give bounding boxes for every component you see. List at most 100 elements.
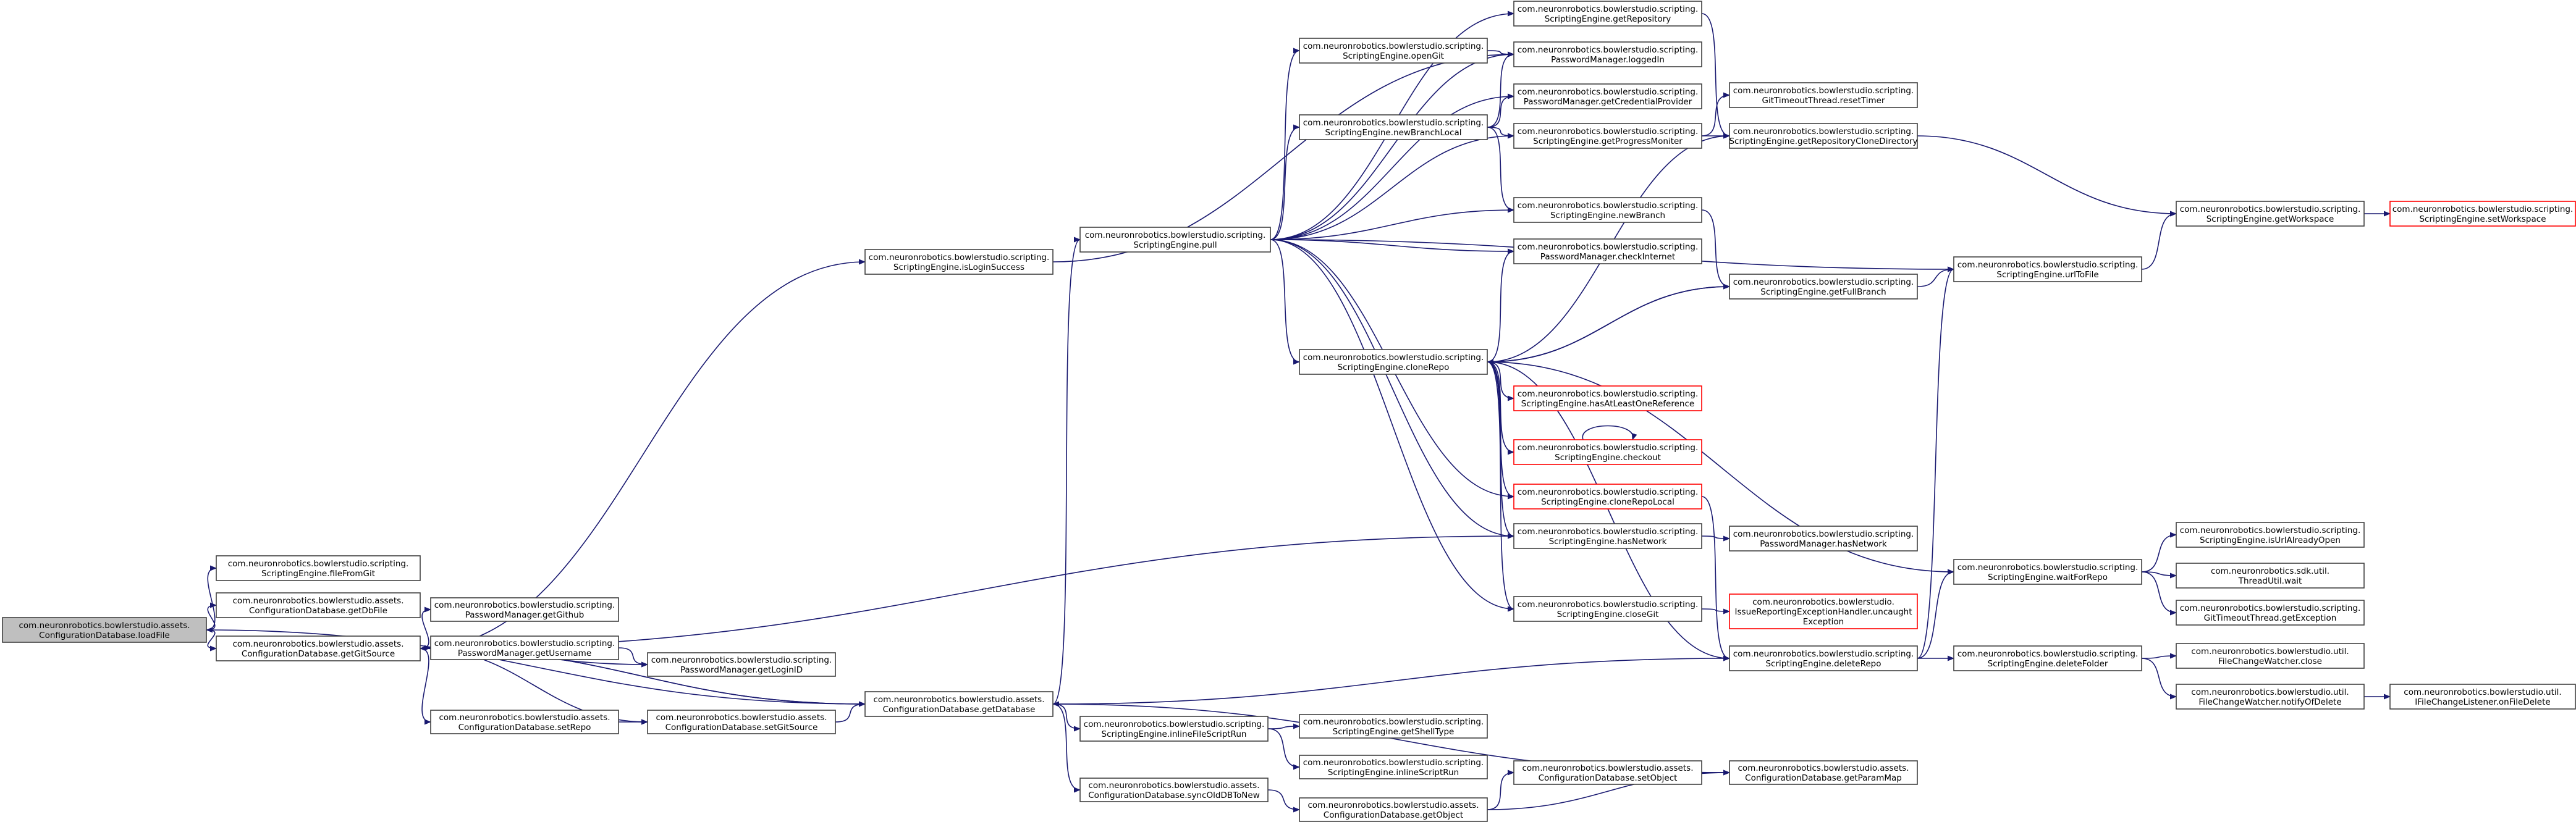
graph-node[interactable]: com.neuronrobotics.bowlerstudio.assets.C… <box>1513 760 1702 785</box>
graph-node[interactable]: com.neuronrobotics.bowlerstudio.scriptin… <box>1513 123 1702 149</box>
node-box[interactable] <box>430 635 619 660</box>
graph-node[interactable]: com.neuronrobotics.bowlerstudio.scriptin… <box>1079 716 1269 742</box>
node-box[interactable] <box>864 249 1054 275</box>
graph-node[interactable]: com.neuronrobotics.sdk.util.ThreadUtil.w… <box>2176 563 2365 589</box>
graph-node[interactable]: com.neuronrobotics.bowlerstudio.scriptin… <box>2389 201 2576 227</box>
node-box[interactable] <box>1729 123 1918 149</box>
node-box[interactable] <box>1513 197 1702 223</box>
graph-node[interactable]: com.neuronrobotics.bowlerstudio.scriptin… <box>2176 201 2365 227</box>
graph-node[interactable]: com.neuronrobotics.bowlerstudio.util.Fil… <box>2176 643 2365 669</box>
node-box[interactable] <box>1953 256 2142 282</box>
node-box[interactable] <box>2176 563 2365 589</box>
node-box[interactable] <box>430 710 619 734</box>
graph-node[interactable]: com.neuronrobotics.bowlerstudio.scriptin… <box>1513 41 1702 67</box>
graph-node[interactable]: com.neuronrobotics.bowlerstudio.scriptin… <box>1513 238 1702 264</box>
node-box[interactable] <box>1299 349 1488 375</box>
node-box[interactable] <box>1079 716 1269 742</box>
node-box[interactable] <box>1953 559 2142 585</box>
node-box[interactable] <box>1513 123 1702 149</box>
graph-node[interactable]: com.neuronrobotics.bowlerstudio.scriptin… <box>1299 38 1488 64</box>
node-box[interactable] <box>1513 439 1702 465</box>
node-box[interactable] <box>1299 755 1488 779</box>
graph-node[interactable]: com.neuronrobotics.bowlerstudio.scriptin… <box>1079 227 1271 253</box>
graph-node[interactable]: com.neuronrobotics.bowlerstudio.scriptin… <box>1513 439 1702 465</box>
graph-node[interactable]: com.neuronrobotics.bowlerstudio.util.Fil… <box>2176 684 2365 710</box>
node-box[interactable] <box>1513 1 1702 27</box>
node-box[interactable] <box>647 652 836 677</box>
graph-node[interactable]: com.neuronrobotics.bowlerstudio.assets.C… <box>647 710 836 734</box>
graph-node[interactable]: com.neuronrobotics.bowlerstudio.assets.C… <box>216 635 421 661</box>
graph-node[interactable]: com.neuronrobotics.bowlerstudio.scriptin… <box>1729 526 1918 551</box>
graph-node[interactable]: com.neuronrobotics.bowlerstudio.scriptin… <box>1299 349 1488 375</box>
graph-node[interactable]: com.neuronrobotics.bowlerstudio.scriptin… <box>430 635 619 660</box>
node-box[interactable] <box>1729 645 1918 671</box>
graph-node[interactable]: com.neuronrobotics.bowlerstudio.scriptin… <box>1513 1 1702 27</box>
graph-node[interactable]: com.neuronrobotics.bowlerstudio.scriptin… <box>1513 197 1702 223</box>
node-box[interactable] <box>1299 797 1488 822</box>
graph-node[interactable]: com.neuronrobotics.bowlerstudio.scriptin… <box>1299 755 1488 779</box>
node-box[interactable] <box>2176 201 2365 227</box>
graph-node[interactable]: com.neuronrobotics.bowlerstudio.scriptin… <box>2176 600 2365 626</box>
graph-node[interactable]: com.neuronrobotics.bowlerstudio.IssueRep… <box>1729 593 1918 629</box>
graph-node[interactable]: com.neuronrobotics.bowlerstudio.util.IFi… <box>2389 684 2576 710</box>
graph-node[interactable]: com.neuronrobotics.bowlerstudio.scriptin… <box>216 555 421 581</box>
graph-node[interactable]: com.neuronrobotics.bowlerstudio.scriptin… <box>1953 645 2142 671</box>
graph-node[interactable]: com.neuronrobotics.bowlerstudio.scriptin… <box>1953 559 2142 585</box>
node-box[interactable] <box>2 617 207 643</box>
node-box[interactable] <box>2176 522 2365 548</box>
graph-node[interactable]: com.neuronrobotics.bowlerstudio.scriptin… <box>1953 256 2142 282</box>
graph-node[interactable]: com.neuronrobotics.bowlerstudio.assets.C… <box>2 617 207 643</box>
node-box[interactable] <box>1513 83 1702 109</box>
graph-node[interactable]: com.neuronrobotics.bowlerstudio.scriptin… <box>1729 274 1918 300</box>
graph-node[interactable]: com.neuronrobotics.bowlerstudio.assets.C… <box>864 691 1054 717</box>
node-box[interactable] <box>1729 82 1918 108</box>
graph-node[interactable]: com.neuronrobotics.bowlerstudio.scriptin… <box>1729 645 1918 671</box>
node-box[interactable] <box>864 691 1054 717</box>
node-box[interactable] <box>647 710 836 734</box>
graph-node[interactable]: com.neuronrobotics.bowlerstudio.scriptin… <box>1513 83 1702 109</box>
node-box[interactable] <box>1513 484 1702 510</box>
node-box[interactable] <box>1953 645 2142 671</box>
node-box[interactable] <box>1513 41 1702 67</box>
node-box[interactable] <box>216 555 421 581</box>
graph-node[interactable]: com.neuronrobotics.bowlerstudio.scriptin… <box>1729 82 1918 108</box>
node-box[interactable] <box>2176 684 2365 710</box>
node-box[interactable] <box>430 597 619 622</box>
node-box[interactable] <box>2176 600 2365 626</box>
node-box[interactable] <box>1079 227 1271 253</box>
node-box[interactable] <box>1299 714 1488 739</box>
node-box[interactable] <box>216 592 421 618</box>
node-box[interactable] <box>1513 385 1702 411</box>
node-box[interactable] <box>2389 684 2576 710</box>
node-box[interactable] <box>1079 778 1269 802</box>
node-box[interactable] <box>1729 593 1918 629</box>
graph-node[interactable]: com.neuronrobotics.bowlerstudio.assets.C… <box>1299 797 1488 822</box>
node-box[interactable] <box>1513 238 1702 264</box>
node-box[interactable] <box>1299 114 1488 140</box>
node-box[interactable] <box>1513 760 1702 785</box>
graph-node[interactable]: com.neuronrobotics.bowlerstudio.assets.C… <box>216 592 421 618</box>
node-box[interactable] <box>1729 760 1918 785</box>
graph-node[interactable]: com.neuronrobotics.bowlerstudio.scriptin… <box>2176 522 2365 548</box>
node-box[interactable] <box>2176 643 2365 669</box>
graph-node[interactable]: com.neuronrobotics.bowlerstudio.scriptin… <box>1299 114 1488 140</box>
node-box[interactable] <box>1299 38 1488 64</box>
graph-node[interactable]: com.neuronrobotics.bowlerstudio.scriptin… <box>864 249 1054 275</box>
graph-node[interactable]: com.neuronrobotics.bowlerstudio.scriptin… <box>430 597 619 622</box>
graph-node[interactable]: com.neuronrobotics.bowlerstudio.scriptin… <box>1513 484 1702 510</box>
graph-node[interactable]: com.neuronrobotics.bowlerstudio.assets.C… <box>1729 760 1918 785</box>
graph-node[interactable]: com.neuronrobotics.bowlerstudio.scriptin… <box>1729 123 1918 149</box>
node-box[interactable] <box>1513 523 1702 549</box>
graph-node[interactable]: com.neuronrobotics.bowlerstudio.scriptin… <box>1513 523 1702 549</box>
node-box[interactable] <box>1513 596 1702 622</box>
graph-node[interactable]: com.neuronrobotics.bowlerstudio.scriptin… <box>1513 596 1702 622</box>
node-box[interactable] <box>1729 526 1918 551</box>
graph-node[interactable]: com.neuronrobotics.bowlerstudio.assets.C… <box>430 710 619 734</box>
graph-node[interactable]: com.neuronrobotics.bowlerstudio.scriptin… <box>647 652 836 677</box>
graph-node[interactable]: com.neuronrobotics.bowlerstudio.scriptin… <box>1299 714 1488 739</box>
graph-node[interactable]: com.neuronrobotics.bowlerstudio.scriptin… <box>1513 385 1702 411</box>
node-box[interactable] <box>1729 274 1918 300</box>
node-box[interactable] <box>2389 201 2576 227</box>
node-box[interactable] <box>216 635 421 661</box>
graph-node[interactable]: com.neuronrobotics.bowlerstudio.assets.C… <box>1079 778 1269 802</box>
